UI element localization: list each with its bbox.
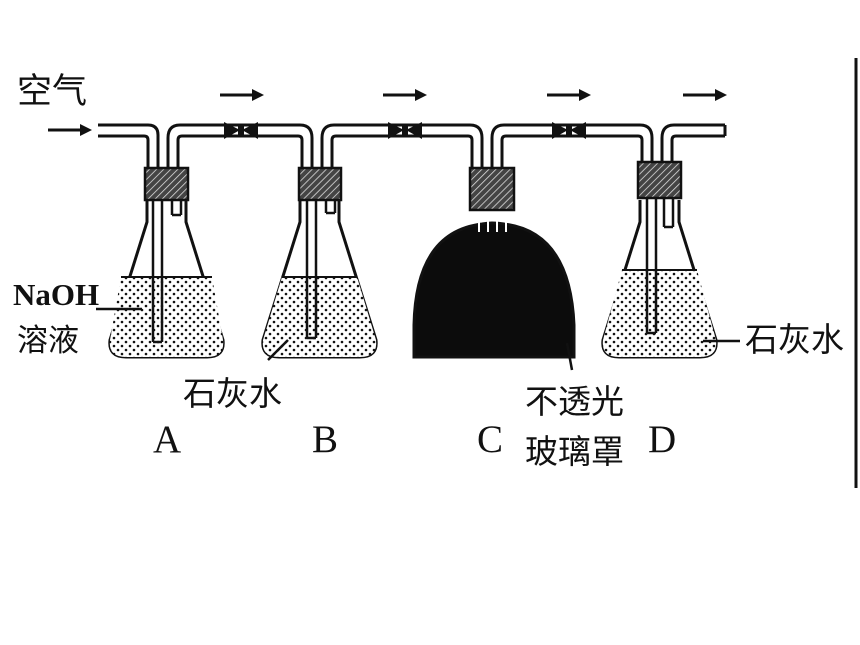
air-label: 空气 xyxy=(17,72,87,112)
arrow-icon xyxy=(547,89,591,101)
leader-line-bell-jar xyxy=(565,342,574,371)
arrow-icon xyxy=(683,89,727,101)
stopper-icon xyxy=(468,166,516,212)
limewater-label-d: 石灰水 xyxy=(745,320,844,359)
leader-line-limewater-b xyxy=(267,339,289,361)
bottle-label-d: D xyxy=(648,418,676,461)
bottle-label-b: B xyxy=(312,418,338,461)
stopper-icon xyxy=(636,160,683,200)
opaque-jar-label-line2: 玻璃罩 xyxy=(525,432,624,471)
clamp-icon xyxy=(224,122,258,139)
arrow-icon xyxy=(220,89,264,101)
bottle-label-c: C xyxy=(477,418,503,461)
stopper-icon xyxy=(297,166,343,202)
flask-a xyxy=(108,166,225,359)
limewater-label-b: 石灰水 xyxy=(183,374,282,413)
flask-d xyxy=(601,160,718,359)
bottle-label-a: A xyxy=(153,418,181,461)
naoh-label-line2: 溶液 xyxy=(17,323,79,359)
stopper-icon xyxy=(143,166,190,202)
opaque-jar-label-line1: 不透光 xyxy=(525,382,624,421)
naoh-label-line1: NaOH xyxy=(13,277,99,312)
arrow-icon xyxy=(383,89,427,101)
clamp-icon xyxy=(552,122,586,139)
flask-b xyxy=(261,166,378,359)
bell-jar-c xyxy=(412,166,576,359)
clamp-icon xyxy=(388,122,422,139)
arrow-icon xyxy=(48,124,92,136)
